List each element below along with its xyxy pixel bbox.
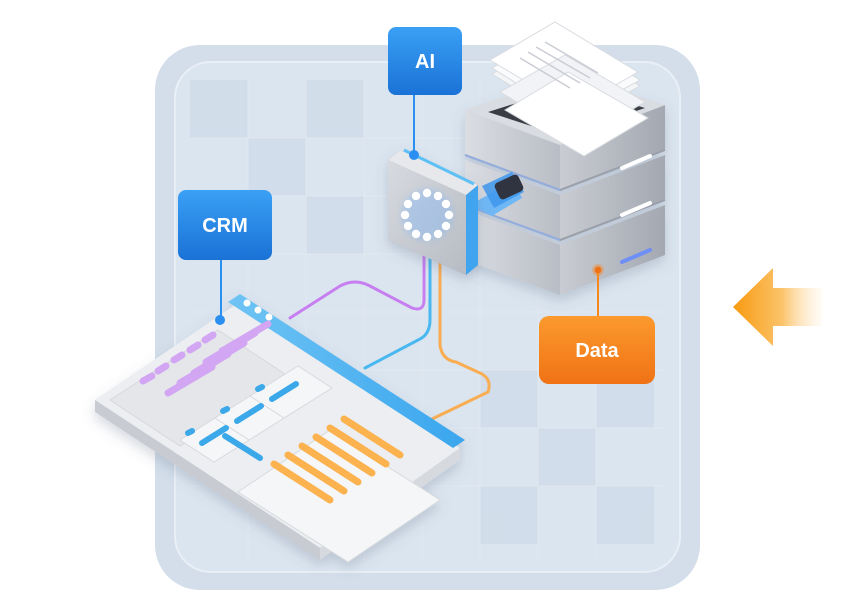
data-label-badge: Data <box>539 316 655 384</box>
label-stems <box>220 95 599 318</box>
ai-chip-icon <box>388 148 478 275</box>
ai-label: AI <box>415 51 435 73</box>
data-label: Data <box>575 340 619 362</box>
ai-port-dot <box>409 150 419 160</box>
connector-purple <box>288 250 426 320</box>
crm-label: CRM <box>202 215 248 237</box>
connection-lines <box>288 250 491 422</box>
crm-label-badge: CRM <box>178 190 272 260</box>
connector-orange <box>428 250 491 422</box>
led-ring <box>400 188 454 242</box>
link-tube <box>470 172 524 216</box>
arrow-left-icon <box>733 268 822 346</box>
crm-port-dot <box>215 315 225 325</box>
ai-label-badge: AI <box>388 27 462 95</box>
crm-window-icon <box>95 294 465 563</box>
documents-icon <box>470 21 649 157</box>
connector-blue <box>363 250 432 370</box>
